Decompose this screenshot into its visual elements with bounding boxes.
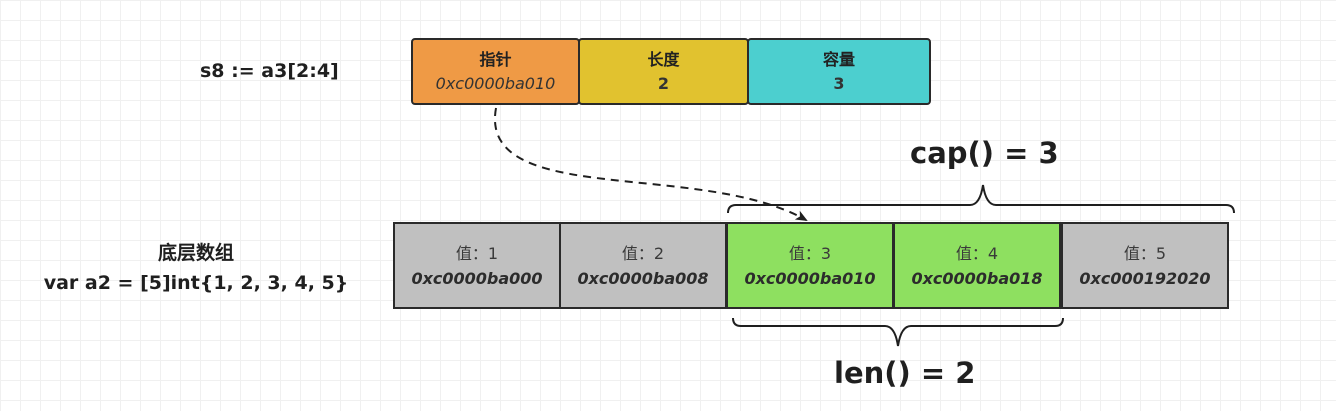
array-cell: 值：1 0xc0000ba000 xyxy=(393,222,561,309)
cell-value: 值：2 xyxy=(621,243,665,263)
len-label: len() = 2 xyxy=(834,356,976,390)
cell-address: 0xc0000ba008 xyxy=(577,268,709,288)
cell-value: 值：3 xyxy=(788,243,832,263)
len-brace xyxy=(732,317,1064,347)
array-declaration: var a2 = [5]int{1, 2, 3, 4, 5} xyxy=(43,272,349,294)
array-cell: 值：5 0xc000192020 xyxy=(1061,222,1229,309)
capacity-value: 3 xyxy=(833,73,845,93)
pointer-arrow xyxy=(494,107,808,221)
cap-label: cap() = 3 xyxy=(910,136,1059,170)
length-title: 长度 xyxy=(647,49,680,69)
array-cell-in-slice: 值：4 0xc0000ba018 xyxy=(893,222,1061,309)
array-cell: 值：2 0xc0000ba008 xyxy=(559,222,727,309)
pointer-title: 指针 xyxy=(479,49,512,69)
cell-value: 值：4 xyxy=(955,243,999,263)
cell-value: 值：5 xyxy=(1123,243,1167,263)
capacity-title: 容量 xyxy=(822,49,855,69)
slice-expression: s8 := a3[2:4] xyxy=(200,60,339,82)
cell-address: 0xc0000ba000 xyxy=(411,268,543,288)
cell-address: 0xc0000ba010 xyxy=(744,268,876,288)
slice-header-capacity: 容量 3 xyxy=(747,38,931,105)
array-title: 底层数组 xyxy=(157,242,234,264)
cell-address: 0xc000192020 xyxy=(1079,268,1211,288)
cell-value: 值：1 xyxy=(455,243,499,263)
cell-address: 0xc0000ba018 xyxy=(911,268,1043,288)
cap-brace xyxy=(727,184,1235,214)
array-label: 底层数组 var a2 = [5]int{1, 2, 3, 4, 5} xyxy=(20,238,372,298)
slice-header-length: 长度 2 xyxy=(578,38,749,105)
pointer-value: 0xc0000ba010 xyxy=(435,73,556,93)
array-cell-in-slice: 值：3 0xc0000ba010 xyxy=(726,222,894,309)
slice-header-pointer: 指针 0xc0000ba010 xyxy=(411,38,580,105)
length-value: 2 xyxy=(657,73,670,93)
